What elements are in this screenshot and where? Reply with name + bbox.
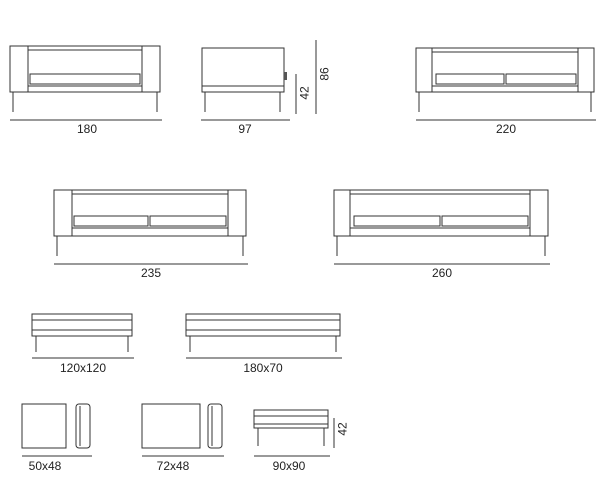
bench-120x120-front-view [31,313,134,359]
sofa-235-front-view [53,189,248,265]
bench-180x70-label: 180x70 [243,361,283,375]
bench-120x120-label: 120x120 [59,361,107,375]
pouf-50x48-views [21,403,92,457]
bench-180x70-front-view [185,313,342,359]
pouf-90x90-front-view [253,409,335,457]
pouf-50x48-label: 50x48 [28,459,62,473]
sofa-260-front-view [333,189,550,265]
sofa-235-width-label: 235 [140,266,162,280]
pouf-90x90-label: 90x90 [272,459,306,473]
sofa-side-view [201,40,317,121]
sofa-220-front-view [415,47,596,121]
sofa-180-front-view [9,45,162,121]
pouf-72x48-label: 72x48 [156,459,190,473]
sofa-180-width-label: 180 [76,122,98,136]
sofa-220-width-label: 220 [495,122,517,136]
total-height-label: 86 [317,67,332,81]
seat-height-label: 42 [297,86,312,100]
side-depth-label: 97 [238,122,252,136]
pouf-72x48-views [141,403,224,457]
pouf-90x90-height-label: 42 [335,422,350,436]
sofa-260-width-label: 260 [431,266,453,280]
